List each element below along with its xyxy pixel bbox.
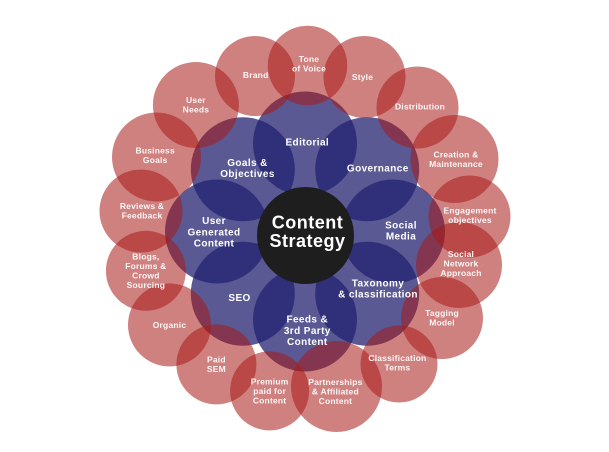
svg-text:Governance: Governance [347,164,409,175]
svg-text:SEO: SEO [228,293,250,304]
svg-text:Style: Style [352,72,373,82]
svg-text:Brand: Brand [243,70,269,80]
svg-text:Distribution: Distribution [395,101,445,111]
svg-text:Goals &Objectives: Goals &Objectives [220,158,275,180]
svg-text:Organic: Organic [153,320,187,330]
svg-text:Editorial: Editorial [285,138,329,149]
svg-text:Creation &Maintenance: Creation &Maintenance [429,150,483,170]
svg-text:Taxonomy& classification: Taxonomy& classification [338,278,418,300]
svg-text:Reviews &Feedback: Reviews &Feedback [120,201,164,221]
